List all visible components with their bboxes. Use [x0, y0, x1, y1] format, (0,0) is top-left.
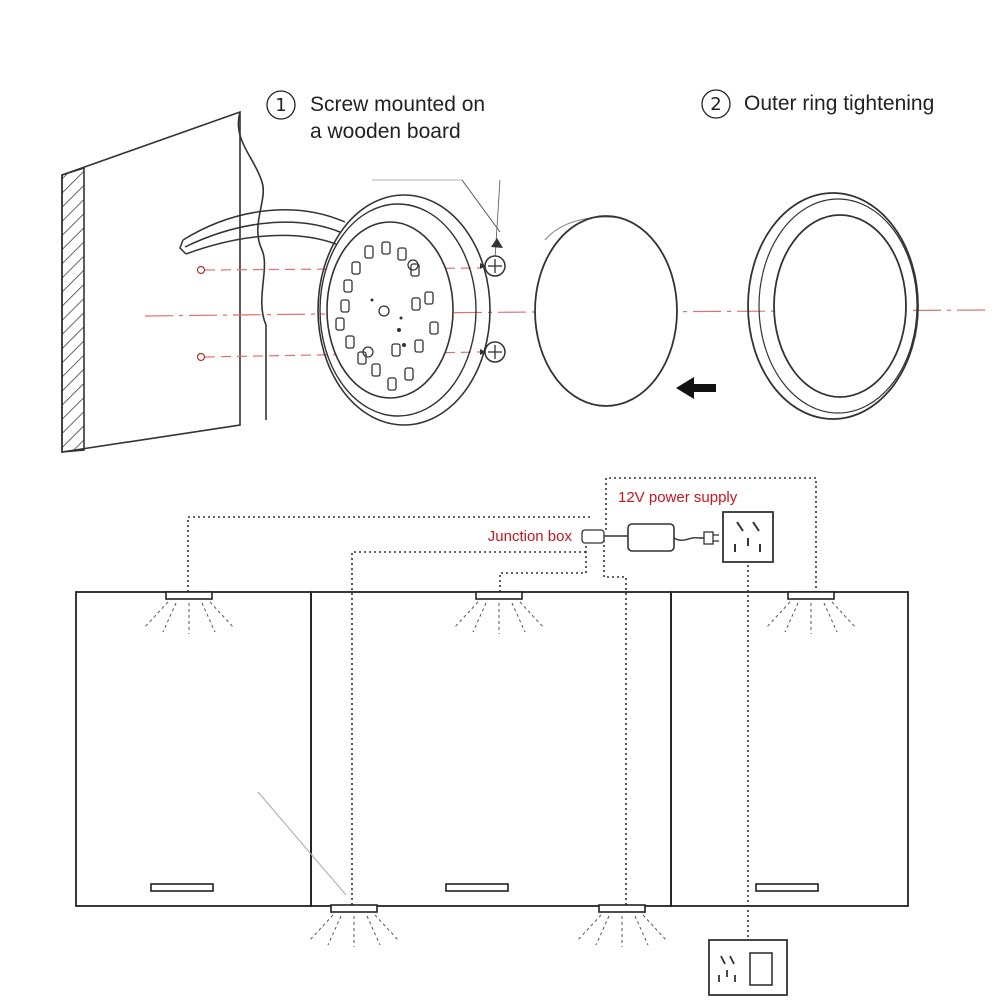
handle-middle	[445, 883, 509, 892]
wooden-board	[61, 110, 267, 453]
junction-box-icon	[581, 529, 605, 544]
light-bottom-left	[308, 904, 400, 947]
screw-lower	[480, 341, 506, 363]
step-2-number-circle	[701, 89, 731, 119]
wiring-lines	[187, 477, 817, 940]
diffuser-disc	[534, 215, 678, 407]
handle-left	[150, 883, 214, 892]
step-1-number: 1	[275, 95, 286, 116]
step-2-label: 2 Outer ring tightening	[701, 89, 934, 119]
cabinet-middle	[310, 591, 672, 907]
light-top-middle	[453, 591, 545, 634]
screw-hole-upper	[196, 265, 206, 275]
push-arrow-icon	[676, 377, 716, 399]
power-adapter-icon	[604, 523, 719, 552]
screws	[372, 179, 506, 363]
cabinet-right	[670, 591, 909, 907]
wall-switch-icon	[708, 939, 788, 996]
cabinet-leader-line	[257, 791, 347, 896]
screw-hole-lower	[196, 352, 206, 362]
power-supply-label: 12V power supply	[618, 489, 738, 506]
light-bottom-middle	[576, 904, 668, 947]
cabinets	[75, 591, 909, 907]
board-break-line	[237, 111, 267, 420]
step-1-text-line2: a wooden board	[310, 120, 461, 143]
junction-box-label: Junction box	[488, 528, 573, 545]
light-base	[317, 194, 491, 426]
step-1-number-circle	[266, 90, 296, 120]
power-cable	[179, 208, 346, 255]
light-top-right	[765, 591, 857, 634]
handle-right	[755, 883, 819, 892]
step-2-number: 2	[710, 94, 721, 115]
step-1-text-line1: Screw mounted on	[310, 93, 485, 116]
screw-upper	[372, 179, 506, 277]
step-2-text: Outer ring tightening	[744, 92, 934, 115]
center-hole	[378, 305, 390, 317]
cabinet-lights	[143, 591, 857, 947]
light-top-left	[143, 591, 235, 634]
outer-ring	[747, 192, 919, 420]
cabinet-left	[75, 591, 312, 907]
cabinet-handles	[150, 883, 819, 892]
step-1-label: 1 Screw mounted on a wooden board	[266, 90, 485, 143]
wall-outlet-icon	[722, 511, 774, 563]
board-edge-hatching	[61, 166, 85, 453]
